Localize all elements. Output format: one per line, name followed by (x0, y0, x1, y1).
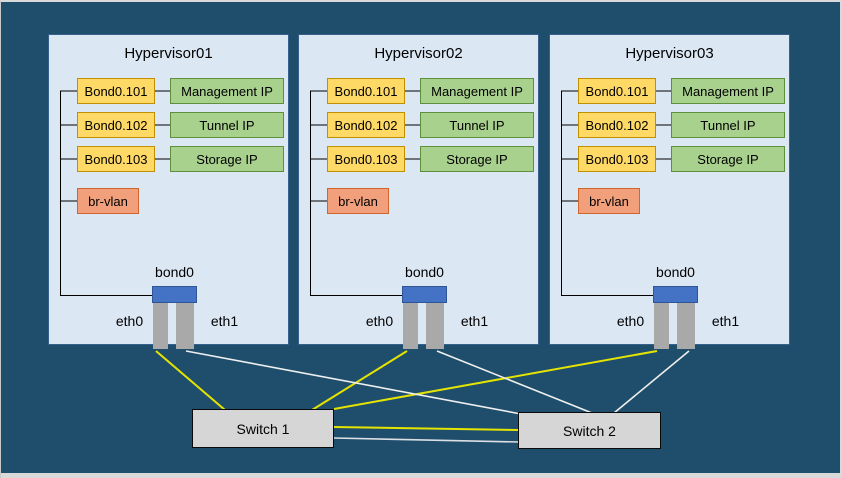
switch-2-label: Switch 2 (563, 422, 616, 439)
vlan-interface-box: Bond0.101 (77, 78, 155, 104)
ip-box: Tunnel IP (170, 112, 284, 138)
nic-label-eth0: eth0 (365, 313, 394, 329)
hypervisor-title: Hypervisor02 (374, 45, 463, 62)
ip-box: Tunnel IP (671, 112, 785, 138)
vlan-interface-box: Bond0.101 (578, 78, 656, 104)
bridge-box: br-vlan (578, 188, 640, 214)
cable-hv3-eth1-switch2 (613, 350, 690, 414)
nic-label-eth0: eth0 (616, 313, 645, 329)
window-edge (1, 473, 840, 478)
switch-1-box: Switch 1 (192, 409, 334, 448)
connector-lines (60, 90, 170, 296)
nic-label-eth1: eth1 (460, 313, 489, 329)
bond-label: bond0 (155, 264, 194, 280)
hypervisor-title: Hypervisor01 (124, 45, 213, 62)
connector-lines (310, 90, 420, 296)
cable-hv2-eth1-switch2 (436, 350, 593, 414)
ip-box: Tunnel IP (420, 112, 534, 138)
bridge-box: br-vlan (77, 188, 139, 214)
switch-2-box: Switch 2 (518, 412, 661, 449)
ip-box: Storage IP (420, 146, 534, 172)
cable-hv3-eth0-switch1 (333, 350, 658, 410)
bond-box (402, 286, 447, 303)
vlan-interface-box: Bond0.103 (327, 146, 405, 172)
cable-hv2-eth0-switch1 (311, 350, 408, 411)
ip-box: Management IP (671, 78, 785, 104)
nic-port-eth0 (654, 303, 669, 349)
nic-port-eth0 (153, 303, 168, 349)
bridge-box: br-vlan (327, 188, 389, 214)
nic-label-eth1: eth1 (711, 313, 740, 329)
nic-label-eth0: eth0 (115, 313, 144, 329)
ip-box: Management IP (420, 78, 534, 104)
switch-1-label: Switch 1 (236, 420, 290, 437)
nic-port-eth1 (677, 303, 695, 349)
hypervisor-box-03: Hypervisor03 Bond0.101 Management IP Bon… (549, 34, 790, 349)
nic-label-eth1: eth1 (210, 313, 239, 329)
bond-label: bond0 (656, 264, 695, 280)
ip-box: Storage IP (170, 146, 284, 172)
vlan-interface-box: Bond0.102 (578, 112, 656, 138)
ip-box: Storage IP (671, 146, 785, 172)
vlan-interface-box: Bond0.101 (327, 78, 405, 104)
bond-box (152, 286, 197, 303)
vlan-interface-box: Bond0.102 (327, 112, 405, 138)
vlan-interface-box: Bond0.103 (77, 146, 155, 172)
bond-label: bond0 (405, 264, 444, 280)
connector-lines (561, 90, 671, 296)
cable-hv1-eth1-switch2 (185, 350, 522, 415)
vlan-interface-box: Bond0.102 (77, 112, 155, 138)
nic-port-eth1 (176, 303, 194, 349)
cable-switch1-switch2-yellow (333, 426, 520, 431)
bond-box (653, 286, 698, 303)
vlan-interface-box: Bond0.103 (578, 146, 656, 172)
ip-box: Management IP (170, 78, 284, 104)
hypervisor-box-02: Hypervisor02 Bond0.101 Management IP Bon… (298, 34, 539, 349)
nic-port-eth1 (426, 303, 444, 349)
hypervisor-box-01: Hypervisor01 Bond0.101 Management IP Bon… (48, 34, 289, 349)
cable-switch1-switch2-white (333, 437, 520, 443)
hypervisor-title: Hypervisor03 (625, 45, 714, 62)
cable-hv1-eth0-switch1 (155, 350, 226, 411)
nic-port-eth0 (403, 303, 418, 349)
